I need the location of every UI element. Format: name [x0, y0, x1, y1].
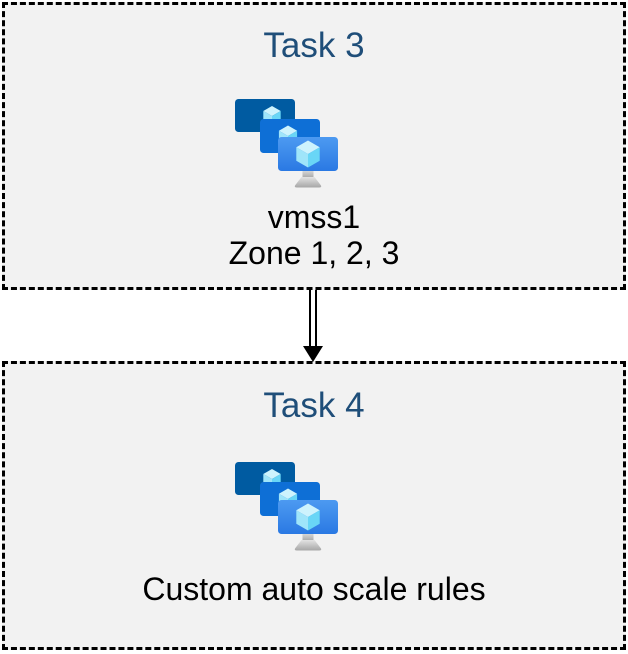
vmss-icon [235, 99, 338, 188]
autoscale-rules-text: Custom auto scale rules [142, 571, 486, 607]
cube-top-face [278, 125, 298, 136]
task-3-label: vmss1 Zone 1, 2, 3 [0, 199, 628, 271]
zones-text: Zone 1, 2, 3 [228, 235, 400, 271]
arrow-head [303, 346, 323, 362]
cube-top-face [278, 488, 298, 499]
cube-top-face [263, 106, 281, 116]
vmss-icon [235, 462, 338, 551]
cube-top-face [296, 503, 320, 517]
cube-top-face [263, 469, 281, 479]
monitor-stand-base [294, 540, 322, 551]
vmss-name-text: vmss1 [267, 199, 361, 235]
cube-top-face [296, 140, 320, 154]
arrow-stem-right-line [315, 290, 317, 349]
arrow-stem-left-line [309, 290, 311, 349]
monitor-stand-neck [302, 532, 314, 541]
arrow-down-icon [303, 290, 323, 362]
arrow-down-shape [303, 290, 323, 362]
monitor-stand-base [294, 177, 322, 188]
task-3-title: Task 3 [263, 26, 365, 65]
monitor-stand-neck [302, 169, 314, 178]
task-4-title: Task 4 [263, 386, 365, 425]
task-4-label: Custom auto scale rules [0, 571, 628, 607]
